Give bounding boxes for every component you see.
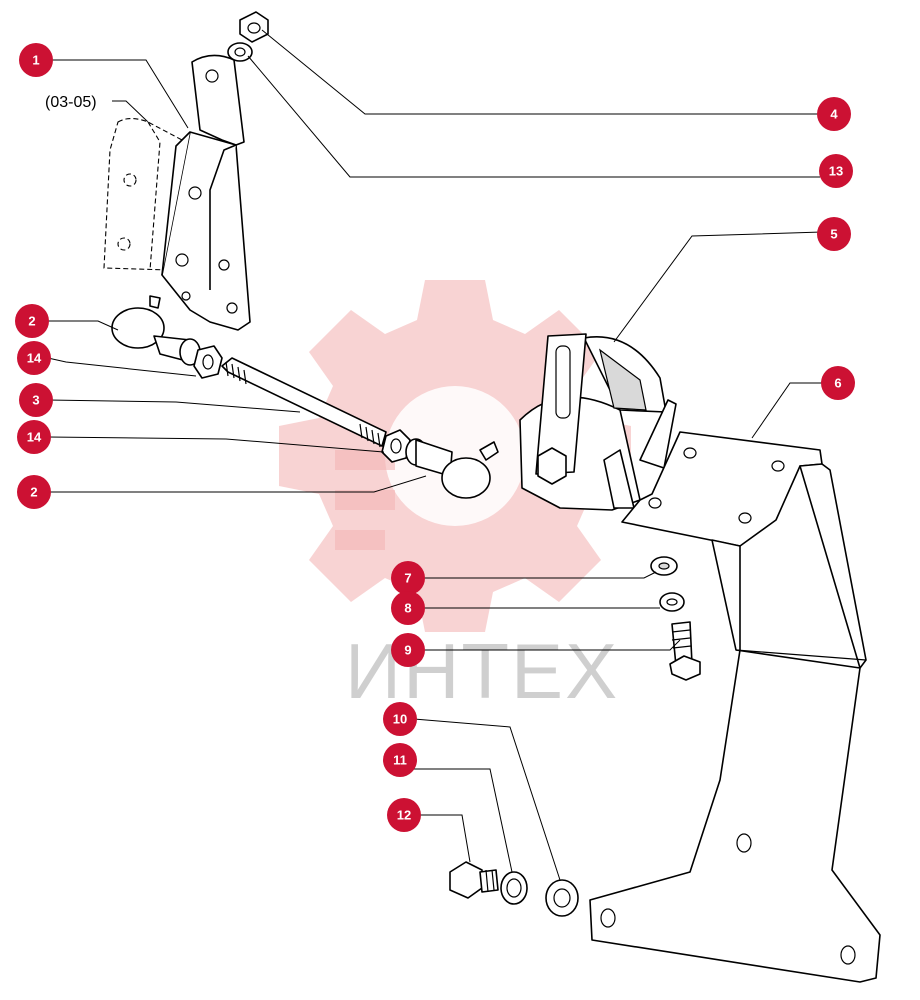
callout-3: 3: [19, 383, 53, 417]
svg-text:2: 2: [30, 485, 37, 500]
callout-14-lower: 14: [17, 420, 51, 454]
callout-5: 5: [817, 217, 851, 251]
svg-text:14: 14: [27, 351, 42, 366]
svg-text:4: 4: [830, 107, 838, 122]
svg-text:5: 5: [830, 227, 837, 242]
part-washer-10: [545, 879, 579, 917]
svg-text:7: 7: [404, 571, 411, 586]
part-washer-7: [650, 556, 678, 576]
svg-text:14: 14: [27, 430, 42, 445]
callout-7: 7: [391, 561, 425, 595]
part-washer-8: [659, 592, 685, 612]
callout-1: 1: [19, 43, 53, 77]
reference-label: (03-05): [45, 94, 97, 111]
callout-4: 4: [817, 97, 851, 131]
part-bolt-9: [669, 621, 701, 681]
part-bracket-1: [161, 54, 251, 331]
part-bolt-12: [449, 861, 499, 899]
watermark: ИНТЕХ: [279, 280, 631, 715]
part-ball-joint-2a: [111, 295, 201, 366]
callout-2-upper: 2: [15, 304, 49, 338]
part-washer-11: [500, 871, 528, 905]
part-bracket-ghost: [103, 117, 183, 271]
part-rod-3: [221, 357, 387, 448]
callout-12: 12: [387, 798, 421, 832]
callout-14-upper: 14: [17, 341, 51, 375]
part-ball-joint-2b: [405, 438, 499, 499]
svg-text:10: 10: [393, 712, 407, 727]
svg-text:12: 12: [397, 808, 411, 823]
part-washer-13: [227, 42, 253, 62]
watermark-text: ИНТЕХ: [345, 627, 619, 715]
watermark-gear-icon: [279, 280, 631, 632]
svg-text:6: 6: [834, 376, 841, 391]
part-nut-4: [239, 11, 269, 43]
leader-lines: [47, 29, 823, 881]
svg-text:8: 8: [404, 601, 411, 616]
part-sensor-5: [519, 333, 677, 511]
svg-text:11: 11: [393, 753, 407, 768]
callout-2-lower: 2: [17, 475, 51, 509]
callout-8: 8: [391, 591, 425, 625]
callout-13: 13: [819, 154, 853, 188]
part-nut-14a: [193, 345, 223, 379]
callout-10: 10: [383, 702, 417, 736]
callout-11: 11: [383, 743, 417, 777]
svg-text:1: 1: [32, 53, 39, 68]
callout-6: 6: [821, 366, 855, 400]
part-plate-6: [589, 431, 881, 983]
svg-text:3: 3: [32, 393, 39, 408]
svg-text:13: 13: [829, 164, 843, 179]
svg-text:9: 9: [404, 643, 411, 658]
callout-9: 9: [391, 633, 425, 667]
reference-leader: [112, 100, 149, 123]
svg-text:2: 2: [28, 314, 35, 329]
part-nut-14b: [381, 429, 411, 463]
